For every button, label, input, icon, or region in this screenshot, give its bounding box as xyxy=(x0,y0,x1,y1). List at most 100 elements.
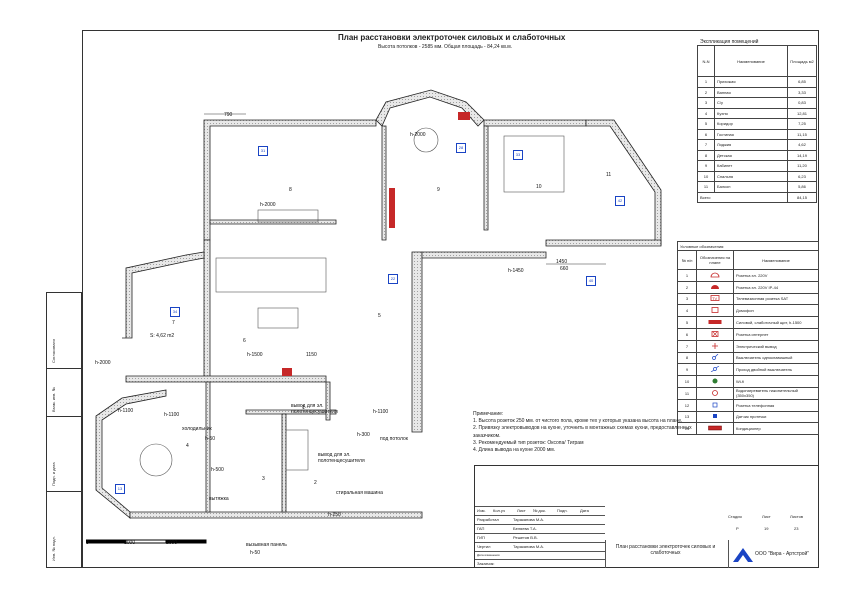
rooms-cell: 4 xyxy=(697,107,715,119)
legend-header: Обозначения на плане xyxy=(696,250,734,270)
room-number: 6 xyxy=(243,338,246,344)
wall-room10-outer xyxy=(483,119,587,127)
desk-icon xyxy=(257,209,319,223)
legend-symbol: TV xyxy=(696,292,734,306)
approval-stamp-column: Согласовано Взам. инв. № Подп. и дата Ин… xyxy=(46,292,82,568)
stage-label: Стадия xyxy=(728,514,742,519)
room-number: 5 xyxy=(378,313,381,319)
stage-block: Стадия Лист Листов Р 19 23 xyxy=(728,510,818,538)
walls xyxy=(95,89,662,519)
dimension-label: h-300 xyxy=(357,432,370,438)
stamp-cell: Подп. и дата xyxy=(47,416,81,492)
intercom-panel-label: вызывная панель xyxy=(246,542,287,548)
room-number: 8 xyxy=(289,187,292,193)
legend-number: 9 xyxy=(677,363,697,377)
legend-name: Телевизионная розетка SAT xyxy=(733,292,819,306)
wall-corridor-right xyxy=(411,251,423,433)
notes-block: Примечание: 1. Высота розеток 250 мм. от… xyxy=(473,411,693,454)
room-number: 9 xyxy=(437,187,440,193)
legend-symbol xyxy=(696,280,734,294)
air-conditioner-icon xyxy=(458,112,470,120)
rooms-cell: 11 xyxy=(697,181,715,193)
outlet-marker: 40 xyxy=(586,276,596,286)
legend-number: 3 xyxy=(677,292,697,306)
water-heater-icon xyxy=(710,389,720,397)
dimension-label: h-1100 xyxy=(118,408,134,414)
rooms-cell: Балкон xyxy=(714,181,788,193)
company-block: ООО "Вира - Артстрой" xyxy=(728,540,818,568)
rooms-cell: Гостиная xyxy=(714,128,788,140)
title-block-person-row: Дата изменения xyxy=(475,551,605,561)
rooms-cell: 5,86 xyxy=(787,181,817,193)
furniture xyxy=(139,127,565,477)
company-logo-icon xyxy=(733,548,753,562)
rooms-cell: 14,19 xyxy=(787,149,817,161)
sheet-label: Лист xyxy=(762,514,771,519)
legend-symbol xyxy=(696,339,734,353)
rooms-cell: 6,23 xyxy=(787,170,817,182)
outlet-marker: 22 xyxy=(388,274,398,284)
wifi-icon xyxy=(710,378,720,385)
outlet-marker: 34 xyxy=(170,307,180,317)
dimension-label: 1150 xyxy=(306,352,317,358)
internet-socket-icon xyxy=(710,330,720,338)
room-number: 3 xyxy=(262,476,265,482)
sofa-icon xyxy=(215,257,327,293)
rooms-cell: 8 xyxy=(697,149,715,161)
legend-number: 5 xyxy=(677,316,697,329)
chair-icon xyxy=(413,127,439,153)
drawing-title: План расстановки электроточек силовых и … xyxy=(338,33,566,42)
rooms-cell: Кухня xyxy=(714,107,788,119)
legend-symbol xyxy=(696,316,734,329)
sheet-title: План расстановки электроточек силовых и … xyxy=(605,540,725,568)
legend-name: Домофон xyxy=(733,304,819,318)
notes-line: 2. Привязку электровыводов на кухне, уто… xyxy=(473,425,692,439)
title-block-header-row: Изм. Кол.уч Лист № док. Подп. Дата xyxy=(475,506,605,516)
wall-balcony xyxy=(585,119,662,246)
loggia-area-label: S: 4,62 m2 xyxy=(150,333,175,339)
electric-outlet-icon xyxy=(710,342,720,350)
panel-icon xyxy=(389,188,395,228)
scale-label: 0 xyxy=(86,540,89,546)
hood-label: вытяжка xyxy=(209,496,229,502)
rooms-cell: 4,62 xyxy=(787,139,817,151)
air-conditioner-icon xyxy=(282,368,292,376)
drawing-subtitle: Высота потолков - 2585 мм. Общая площадь… xyxy=(378,44,513,50)
dimension-label: h-1500 xyxy=(247,352,263,358)
wall-room9-outer xyxy=(375,89,485,127)
air-conditioner-icon xyxy=(708,426,722,432)
room-number: 1 xyxy=(302,405,305,411)
legend-number: 1 xyxy=(677,269,697,282)
rooms-cell: 7 xyxy=(697,139,715,151)
double-switch-icon xyxy=(710,365,720,373)
wall-bottom xyxy=(129,511,423,519)
room-number: 10 xyxy=(536,184,542,190)
room-number: 2 xyxy=(314,480,317,486)
legend-number: 12 xyxy=(677,398,697,412)
rooms-cell: Кабинет xyxy=(714,160,788,172)
towel-outlet-label: вывод для эл. полотенцесушителя xyxy=(291,403,338,415)
tv-socket-icon: TV xyxy=(710,295,720,302)
legend-symbol xyxy=(696,269,734,282)
rooms-total-value: 84,15 xyxy=(787,191,817,203)
washer-label: стиральная машина xyxy=(336,490,383,496)
socket-icon xyxy=(710,272,720,279)
rooms-cell: 0,83 xyxy=(787,97,817,109)
title-block-person-row: Заказчик: xyxy=(475,559,605,569)
stamp-cell: Инв. № подл. xyxy=(51,536,56,561)
legend-name: Кондиционер xyxy=(733,422,819,436)
rooms-cell: Прихожая xyxy=(714,76,788,88)
dimension-label: h-1100 xyxy=(373,409,389,415)
outlet-marker: 31 xyxy=(258,146,268,156)
scale-label: 1000 xyxy=(124,540,136,546)
phone-socket-icon xyxy=(710,402,720,409)
leak-sensor-icon xyxy=(710,414,720,420)
dimension-label: h-2000 xyxy=(410,132,426,138)
